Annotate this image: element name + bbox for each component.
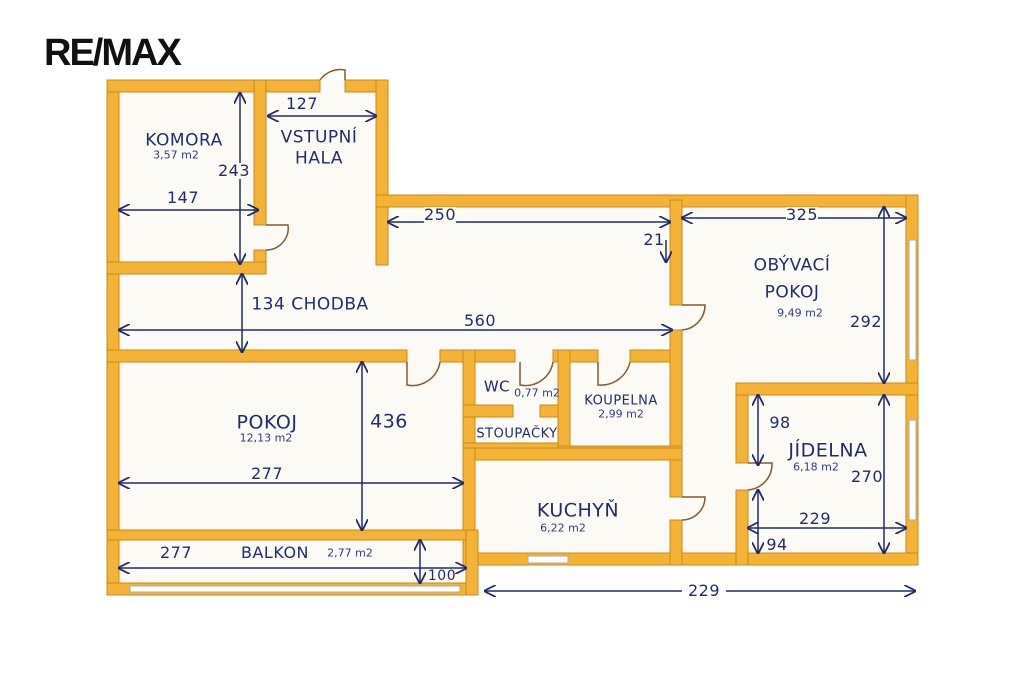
area-pokoj: 12,13 m2 [239,431,293,445]
dim-100: 100 [427,568,457,584]
dim-243: 243 [217,161,251,180]
room-label-stoupacky: STOUPAČKY [476,426,558,442]
windows [129,239,917,593]
floor [107,80,918,595]
area-balkon: 2,77 m2 [327,546,373,560]
room-label-obyvaci: OBÝVACÍ [753,255,831,276]
room-label-pokoj: POKOJ [236,411,298,434]
dim-147: 147 [166,188,200,207]
dim-436: 436 [370,410,408,433]
area-wc: 0,77 m2 [514,386,560,400]
remax-logo: RE/MAX [44,32,182,74]
room-label-wc: WC [483,377,511,396]
room-label-komora: KOMORA [145,130,223,151]
area-jidelna: 6,18 m2 [793,460,839,474]
room-label-koupelna: KOUPELNA [584,393,658,409]
area-koupelna: 2,99 m2 [598,407,644,421]
room-label-jidelna: JÍDELNA [788,439,868,462]
room-label-hala: HALA [295,148,343,169]
dim-270: 270 [850,467,884,486]
dim-277-balkon: 277 [159,543,193,562]
dim-98: 98 [769,413,791,432]
dim-21: 21 [643,230,665,249]
room-label-pokoj-obyvaci: POKOJ [764,282,820,303]
room-label-balkon: BALKON [240,543,310,562]
dim-229-jidelna: 229 [798,509,832,528]
room-label-chodba: 134 CHODBA [251,294,369,315]
area-komora: 3,57 m2 [153,148,199,162]
dim-229-bottom: 229 [681,583,727,599]
room-label-kuchyn: KUCHYŇ [536,499,620,522]
dim-127: 127 [285,94,319,113]
dim-250: 250 [423,205,457,224]
dim-277-pokoj: 277 [250,464,284,483]
dim-560: 560 [463,311,497,330]
area-obyvaci: 9,49 m2 [777,306,823,320]
area-kuchyn: 6,22 m2 [540,521,586,535]
room-label-vstupni: VSTUPNÍ [280,127,358,148]
dim-292: 292 [849,312,883,331]
dim-94: 94 [766,535,788,554]
dim-325: 325 [785,205,819,224]
